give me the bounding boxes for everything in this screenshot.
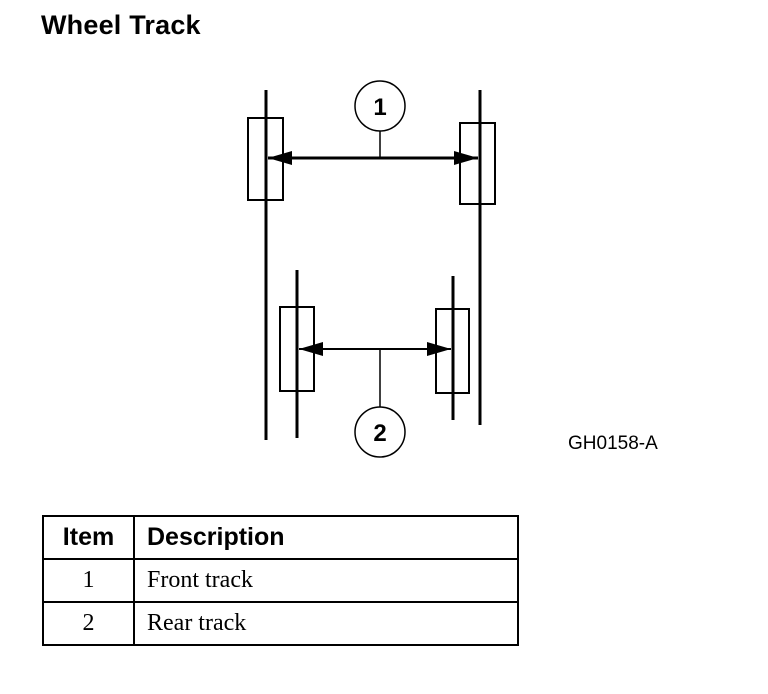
callout-1-circle: [354, 80, 406, 132]
table-header-row: Item Description: [42, 515, 519, 560]
rear-arrowhead-right: [427, 342, 451, 356]
table-row: 2 Rear track: [42, 601, 519, 646]
page-title: Wheel Track: [41, 10, 201, 40]
row-item: 1: [42, 558, 135, 603]
table-row: 1 Front track: [42, 558, 519, 603]
figure-code: GH0158-A: [568, 433, 658, 454]
callout-1-label: 1: [373, 94, 386, 121]
row-description: Front track: [133, 558, 519, 603]
row-description: Rear track: [133, 601, 519, 646]
legend-table: Item Description 1 Front track 2 Rear tr…: [42, 515, 519, 646]
rear-arrowhead-left: [299, 342, 323, 356]
callout-2-label: 2: [373, 420, 386, 447]
row-item: 2: [42, 601, 135, 646]
header-item: Item: [42, 515, 135, 560]
front-arrowhead-right: [454, 151, 478, 165]
front-right-wheel: [459, 122, 496, 205]
front-arrowhead-left: [268, 151, 292, 165]
header-description: Description: [133, 515, 519, 560]
callout-2-circle: [354, 406, 406, 458]
